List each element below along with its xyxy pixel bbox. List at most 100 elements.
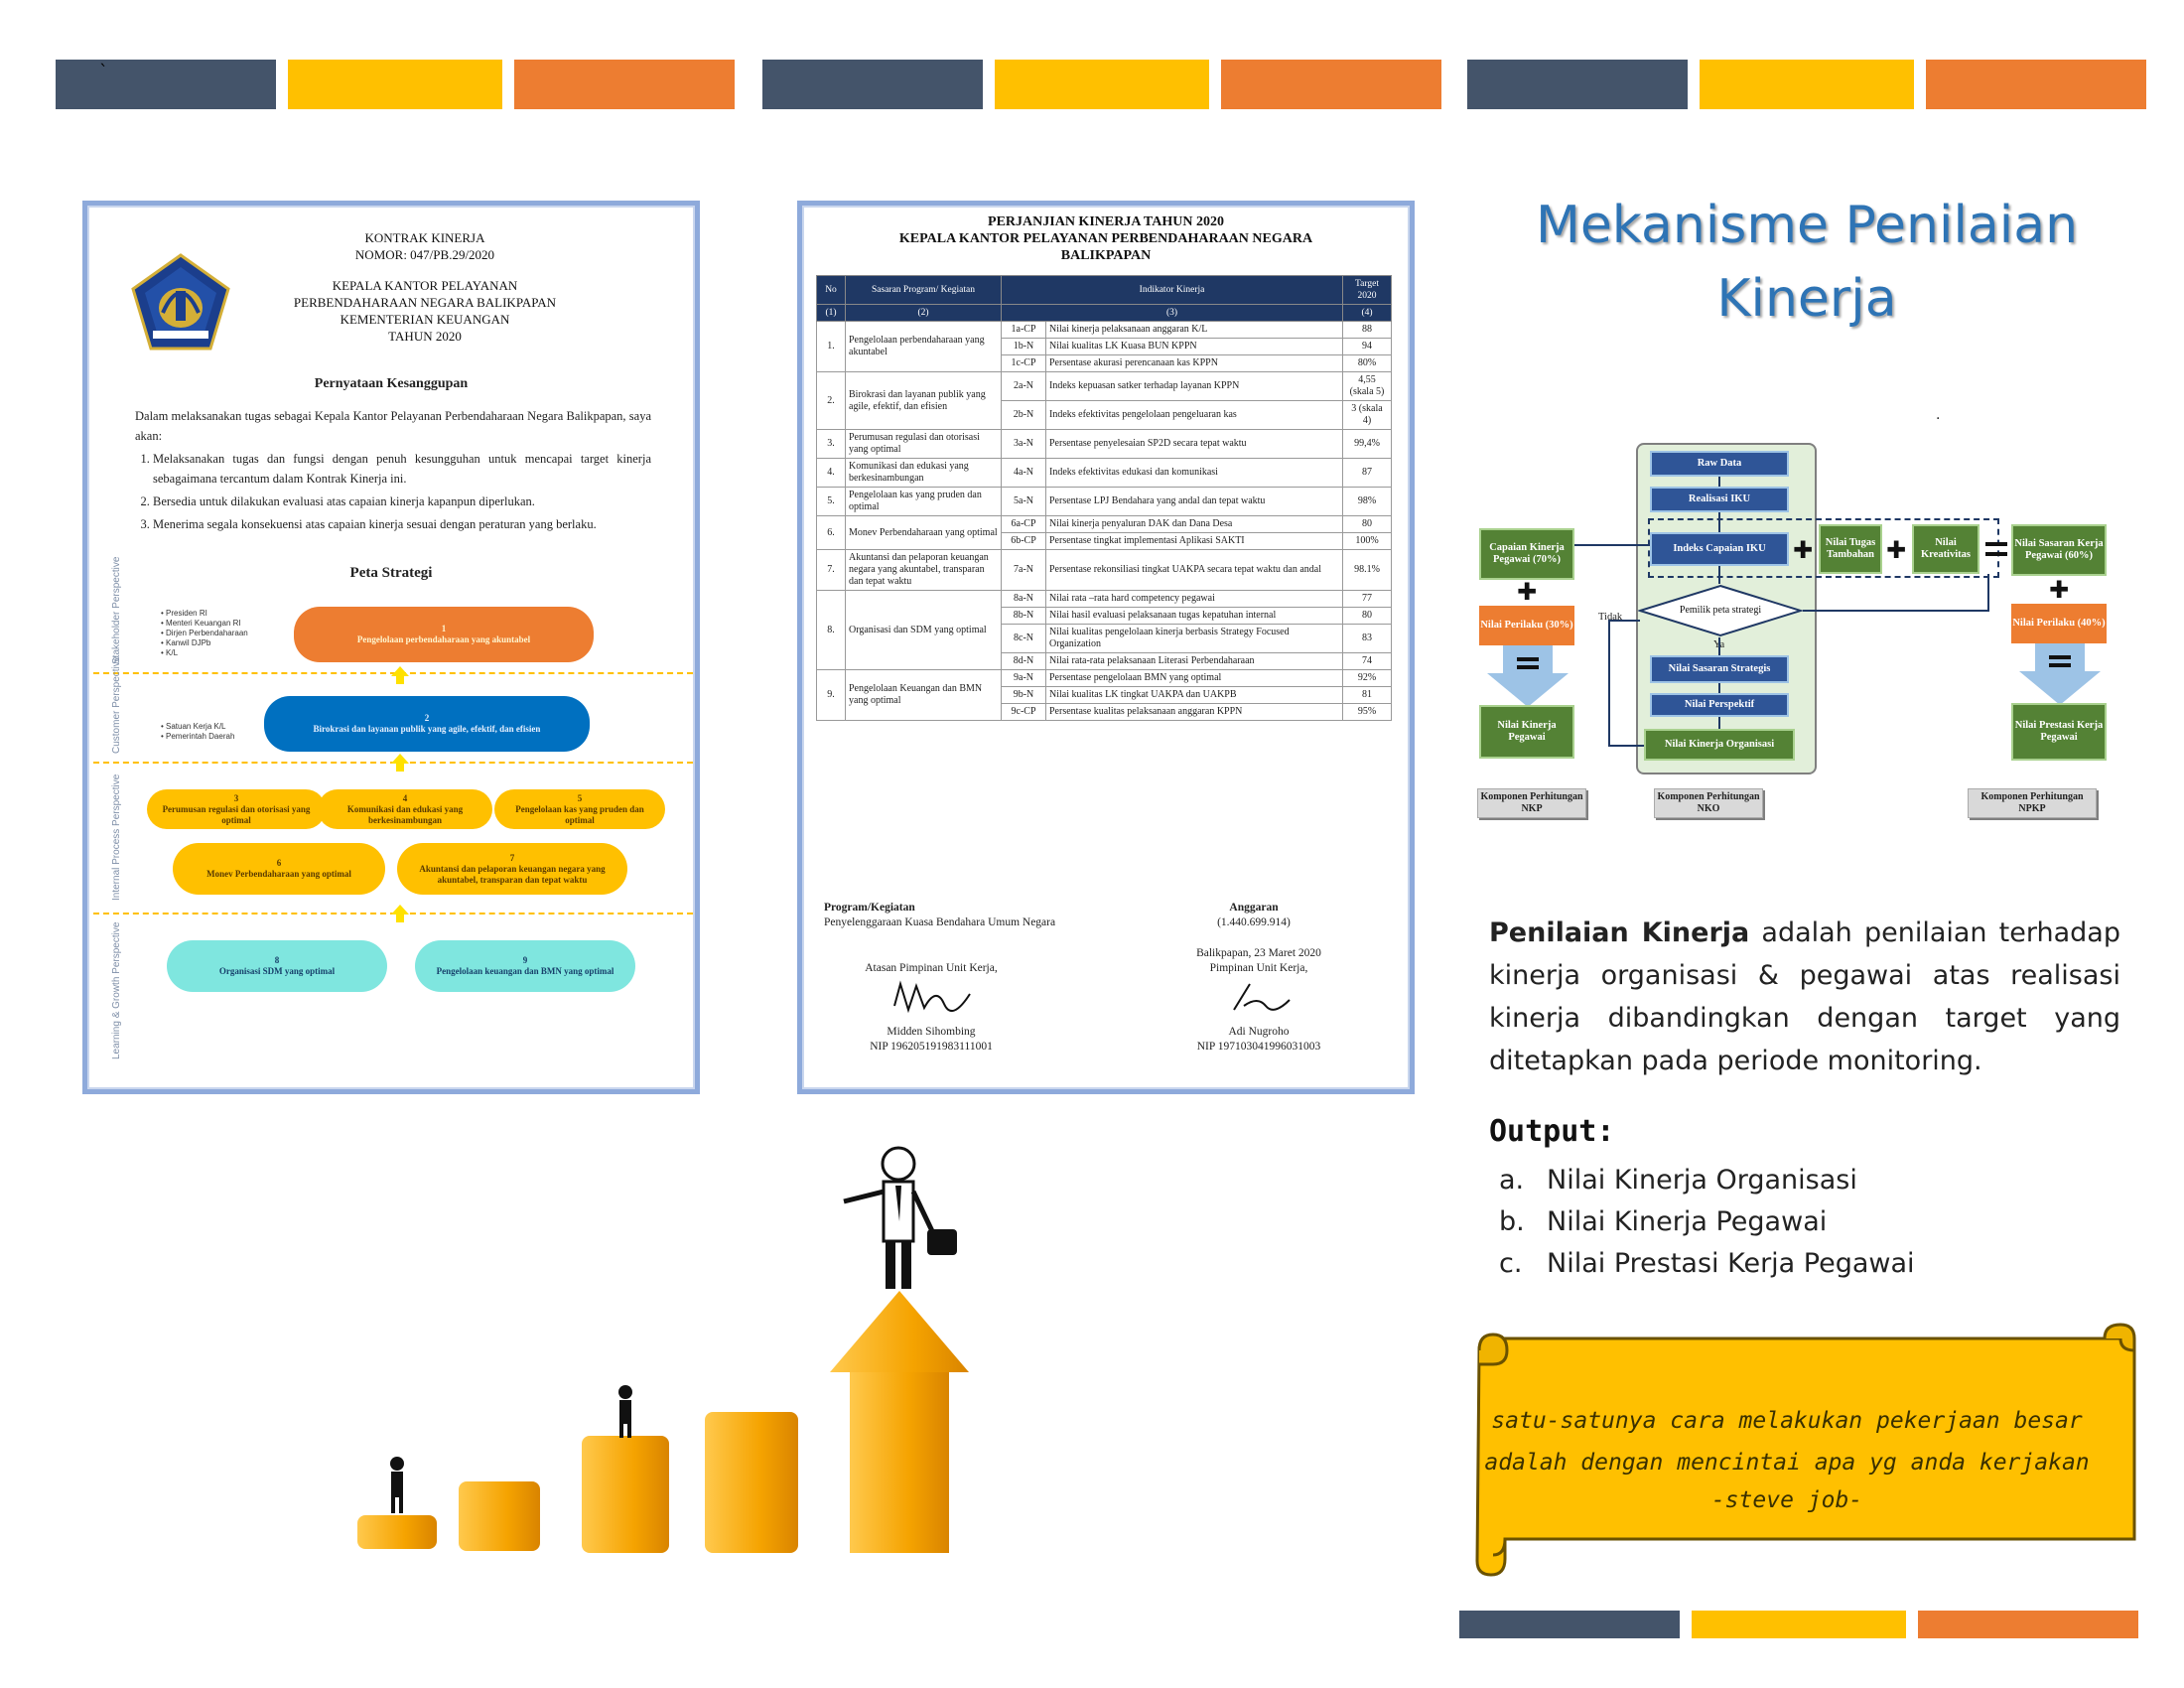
arrow-head [830, 1291, 969, 1372]
output-letter: c. [1499, 1248, 1523, 1279]
output-label: Output: [1489, 1114, 1615, 1149]
top-bar-gold-1 [288, 60, 502, 109]
cell-target: 83 [1342, 624, 1392, 653]
statement-body: Dalam melaksanakan tugas sebagai Kepala … [135, 406, 651, 537]
flow-line [1987, 574, 1989, 612]
place-date: Balikpapan, 23 Maret 2020 [1196, 947, 1321, 959]
stakeholder-item: • K/L [161, 648, 179, 657]
decision-diamond-icon [1638, 584, 1803, 637]
output-text: Nilai Kinerja Pegawai [1547, 1206, 1828, 1237]
cell-target: 80% [1342, 354, 1392, 372]
cell-no: 3. [816, 429, 846, 459]
flow-line [1608, 620, 1640, 622]
cell-code: 1c-CP [1001, 354, 1046, 372]
iku-dashed-box [1648, 518, 1999, 578]
col-subheader: (1) [816, 304, 846, 322]
cell-target: 81 [1342, 686, 1392, 704]
page-title: Mekanisme Penilaian Kinerja [1535, 196, 2079, 329]
description-paragraph: Penilaian Kinerja adalah penilaian terha… [1489, 912, 2120, 1082]
statement-intro: Dalam melaksanakan tugas sebagai Kepala … [135, 409, 651, 443]
komponen-nko-label: Komponen Perhitungan NKO [1654, 788, 1763, 818]
plus-icon: ✚ [2049, 576, 2070, 604]
cell-indikator: Nilai kinerja penyaluran DAK dan Dana De… [1045, 515, 1343, 533]
cell-sasaran: Organisasi dan SDM yang optimal [845, 590, 1002, 670]
cell-target: 94 [1342, 338, 1392, 355]
statement-title: Pernyataan Kesanggupan [314, 376, 469, 391]
quote-line-1: satu-satunya cara melakukan pekerjaan be… [1491, 1408, 2083, 1434]
col-header-sasaran: Sasaran Program/ Kegiatan [845, 275, 1002, 305]
nilai-org-box: Nilai Kinerja Organisasi [1644, 729, 1795, 761]
cell-code: 9c-CP [1001, 703, 1046, 721]
col-header-no: No [816, 275, 846, 305]
step-block [582, 1436, 669, 1553]
cell-indikator: Indeks efektivitas edukasi dan komunikas… [1045, 458, 1343, 488]
perspective-label-customer: Customer Perspective [111, 655, 122, 754]
realisasi-iku-box: Realisasi IKU [1650, 487, 1789, 512]
program-block: Program/Kegiatan Penyelenggaraan Kuasa B… [824, 901, 1055, 930]
budget-block: Anggaran (1.440.699.914) [1179, 901, 1328, 930]
cell-indikator: Persentase rekonsiliasi tingkat UAKPA se… [1045, 549, 1343, 591]
kontrak-office-line-3: KEMENTERIAN KEUANGAN [340, 312, 510, 327]
output-item: b.Nilai Kinerja Pegawai [1499, 1205, 1827, 1239]
cell-indikator: Indeks kepuasan satker terhadap layanan … [1045, 371, 1343, 401]
step-block [357, 1515, 437, 1549]
sasaran-kerja-box: Nilai Sasaran Kerja Pegawai (60%) [2011, 524, 2107, 576]
cell-indikator: Nilai rata-rata pelaksanaan Literasi Per… [1045, 652, 1343, 670]
program-value: Penyelenggaraan Kuasa Bendahara Umum Neg… [824, 916, 1056, 928]
col-header-indikator: Indikator Kinerja [1001, 275, 1343, 305]
col-header-target: Target 2020 [1342, 275, 1392, 305]
table-row: 5.Pengelolaan kas yang pruden dan optima… [816, 487, 1392, 516]
cell-indikator: Persentase akurasi perencanaan kas KPPN [1045, 354, 1343, 372]
prestasi-kerja-box: Nilai Prestasi Kerja Pegawai [2011, 703, 2107, 761]
bottom-bar-navy [1459, 1611, 1680, 1638]
person-icon [618, 1385, 632, 1438]
arrow-up-icon [391, 905, 409, 922]
budget-label: Anggaran [1229, 902, 1279, 914]
stakeholder-list: • Presiden RI • Menteri Keuangan RI • Di… [161, 609, 248, 658]
map-title: Peta Strategi [349, 565, 433, 581]
output-text: Nilai Prestasi Kerja Pegawai [1547, 1248, 1915, 1279]
table-row: 1.Pengelolaan perbendaharaan yang akunta… [816, 321, 1392, 372]
flow-line [1608, 745, 1644, 747]
quote-text: satu-satunya cara melakukan pekerjaan be… [1469, 1400, 2105, 1517]
tidak-label: Tidak [1598, 612, 1623, 623]
cell-code: 8c-N [1001, 624, 1046, 653]
cell-sasaran: Perumusan regulasi dan otorisasi yang op… [845, 429, 1002, 459]
cell-no: 7. [816, 549, 846, 591]
flow-line [1718, 512, 1720, 532]
flow-line [1803, 610, 1987, 612]
program-label: Program/Kegiatan [824, 902, 915, 914]
table-row: 9.Pengelolaan Keuangan dan BMN yang opti… [816, 669, 1392, 721]
kontrak-office-line-2: PERBENDAHARAAN NEGARA BALIKPAPAN [293, 295, 557, 310]
kemenkeu-emblem-icon [131, 253, 230, 351]
perspective-label-stakeholder: Stakeholder Perspective [111, 556, 122, 664]
top-bar-navy-1 [56, 60, 276, 109]
col-subheader: (3) [1001, 304, 1343, 322]
stakeholder-item: • Menteri Keuangan RI [161, 619, 241, 628]
perilaku-30-box: Nilai Perilaku (30%) [1479, 606, 1574, 645]
cell-sasaran: Birokrasi dan layanan publik yang agile,… [845, 371, 1002, 430]
cell-sasaran: Monev Perbendaharaan yang optimal [845, 515, 1002, 550]
flow-line [1718, 566, 1720, 584]
cell-no: 8. [816, 590, 846, 670]
cell-code: 8a-N [1001, 590, 1046, 608]
cell-code: 3a-N [1001, 429, 1046, 459]
stakeholder-item: • Kanwil DJPb [161, 638, 211, 647]
perjanjian-title-line: KEPALA KANTOR PELAYANAN PERBENDAHARAAN N… [898, 231, 1313, 246]
cell-code: 5a-N [1001, 487, 1046, 516]
top-bar-orange-1 [514, 60, 735, 109]
perjanjian-title: PERJANJIAN KINERJA TAHUN 2020 KEPALA KAN… [802, 213, 1410, 264]
flow-line [1574, 544, 1650, 546]
description-term: Penilaian Kinerja [1489, 917, 1750, 948]
top-bar-navy-3 [1467, 60, 1688, 109]
capaian-pegawai-box: Capaian Kinerja Pegawai (70%) [1479, 528, 1574, 580]
assessment-mechanism-diagram: . Raw Data Realisasi IKU Indeks Capaian … [1459, 407, 2154, 834]
